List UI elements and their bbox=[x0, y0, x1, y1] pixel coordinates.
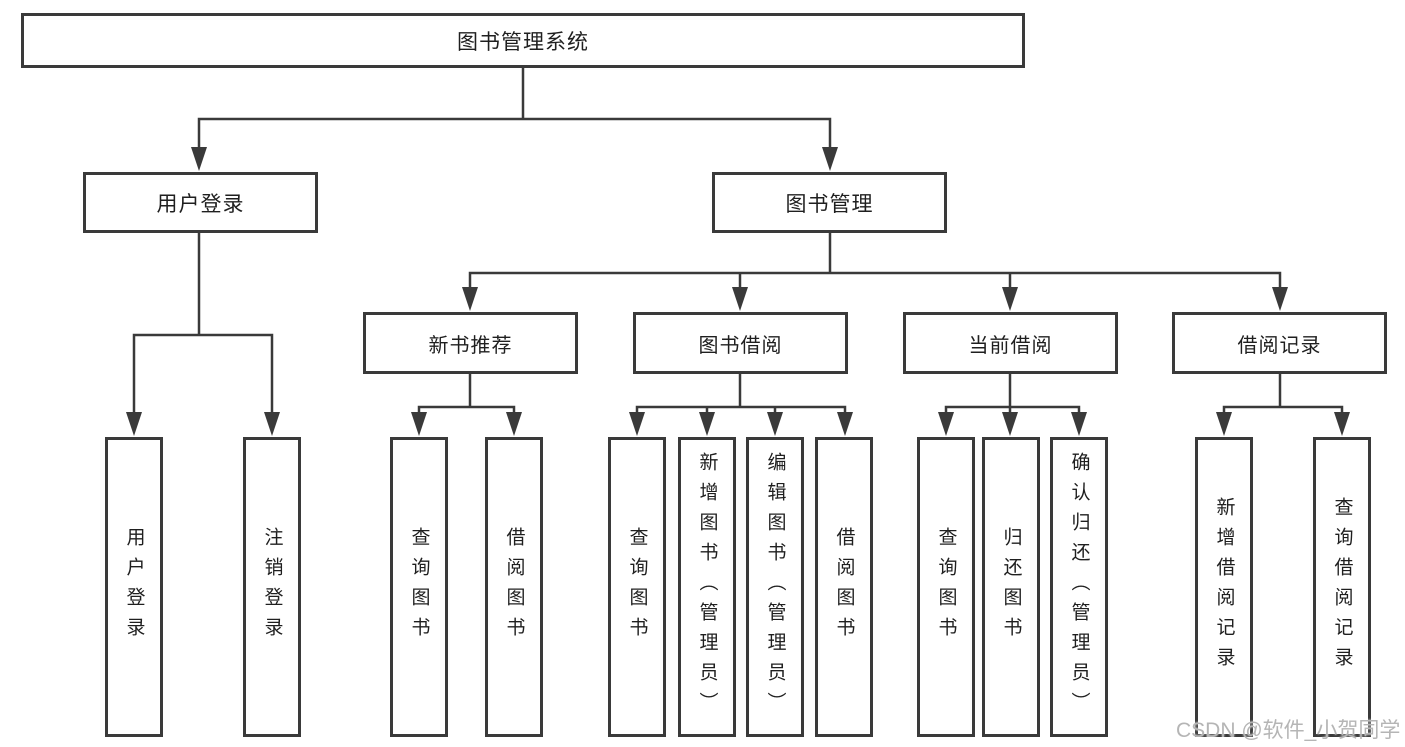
leaf-return-books: 归还图书 bbox=[982, 437, 1040, 737]
node-label: 图书管理系统 bbox=[457, 30, 589, 54]
node-borrow-records: 借阅记录 bbox=[1172, 312, 1387, 374]
node-label: 新书推荐 bbox=[428, 334, 513, 357]
leaf-label: 新增图书（管理员） bbox=[696, 452, 718, 722]
leaf-confirm-return-admin: 确认归还（管理员） bbox=[1050, 437, 1108, 737]
leaf-add-book-admin: 新增图书（管理员） bbox=[678, 437, 736, 737]
leaf-borrow-books-recommend: 借阅图书 bbox=[485, 437, 543, 737]
leaf-label: 查询图书 bbox=[626, 527, 648, 647]
leaf-query-books-current: 查询图书 bbox=[917, 437, 975, 737]
node-label: 借阅记录 bbox=[1237, 334, 1322, 357]
leaf-query-books-recommend: 查询图书 bbox=[390, 437, 448, 737]
leaf-query-borrow-record: 查询借阅记录 bbox=[1313, 437, 1371, 737]
leaf-label: 注销登录 bbox=[261, 527, 283, 647]
node-new-book-recommend: 新书推荐 bbox=[363, 312, 578, 374]
leaf-label: 查询图书 bbox=[935, 527, 957, 647]
leaf-user-login: 用户登录 bbox=[105, 437, 163, 737]
node-book-management: 图书管理 bbox=[712, 172, 947, 233]
node-label: 图书借阅 bbox=[698, 334, 783, 357]
leaf-label: 借阅图书 bbox=[833, 527, 855, 647]
node-current-borrow: 当前借阅 bbox=[903, 312, 1118, 374]
leaf-borrow-books: 借阅图书 bbox=[815, 437, 873, 737]
leaf-label: 新增借阅记录 bbox=[1213, 497, 1235, 677]
leaf-label: 确认归还（管理员） bbox=[1068, 452, 1090, 722]
leaf-edit-book-admin: 编辑图书（管理员） bbox=[746, 437, 804, 737]
leaf-label: 借阅图书 bbox=[503, 527, 525, 647]
node-label: 当前借阅 bbox=[968, 334, 1053, 357]
leaf-label: 查询借阅记录 bbox=[1331, 497, 1353, 677]
node-label: 图书管理 bbox=[785, 192, 874, 216]
leaf-logout: 注销登录 bbox=[243, 437, 301, 737]
leaf-label: 编辑图书（管理员） bbox=[764, 452, 786, 722]
node-user-login: 用户登录 bbox=[83, 172, 318, 233]
node-label: 用户登录 bbox=[156, 192, 245, 216]
node-book-borrow: 图书借阅 bbox=[633, 312, 848, 374]
leaf-label: 用户登录 bbox=[123, 527, 145, 647]
csdn-watermark: CSDN @软件_小贺同学 bbox=[1176, 719, 1401, 742]
leaf-label: 归还图书 bbox=[1000, 527, 1022, 647]
leaf-label: 查询图书 bbox=[408, 527, 430, 647]
leaf-query-books-borrow: 查询图书 bbox=[608, 437, 666, 737]
leaf-add-borrow-record: 新增借阅记录 bbox=[1195, 437, 1253, 737]
node-library-management-system: 图书管理系统 bbox=[21, 13, 1025, 68]
